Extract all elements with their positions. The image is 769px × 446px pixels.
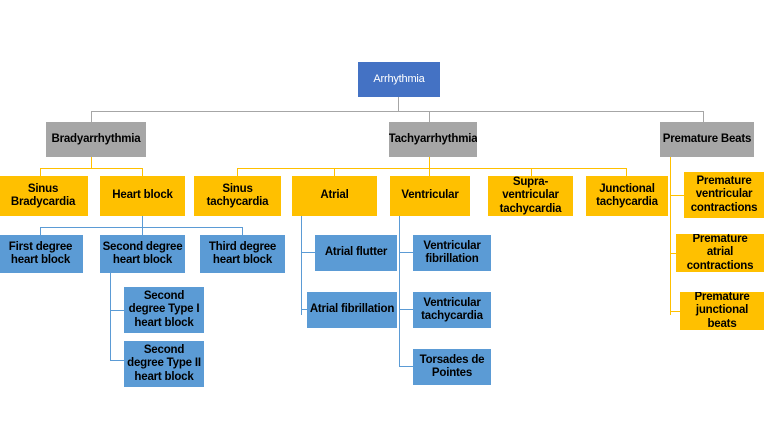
- node-bradyarrhythmia[interactable]: Bradyarrhythmia: [46, 122, 146, 157]
- connector-ventricular-to-torsades: [399, 366, 413, 367]
- connector-heartblock-to-second: [142, 227, 143, 235]
- node-ventricular[interactable]: Ventricular: [390, 176, 470, 216]
- connector-seconddegree-to-type2: [110, 360, 124, 361]
- node-second-degree-type-1[interactable]: Second degree Type I heart block: [124, 287, 204, 333]
- connector-brady-bus: [40, 168, 142, 169]
- node-label: Third degree heart block: [208, 240, 277, 266]
- connector-root-to-tachy: [429, 111, 430, 122]
- connector-root-stem: [398, 97, 399, 111]
- connector-root-to-premature: [703, 111, 704, 122]
- node-label: Sinus tachycardia: [206, 182, 269, 208]
- connector-seconddegree-to-type1: [110, 310, 124, 311]
- node-tachyarrhythmia[interactable]: Tachyarrhythmia: [389, 122, 477, 157]
- node-label: Premature Beats: [662, 132, 752, 145]
- node-atrial-flutter[interactable]: Atrial flutter: [315, 235, 397, 271]
- connector-tachy-stem: [429, 157, 430, 168]
- connector-tachy-to-supraventricular: [531, 168, 532, 176]
- connector-atrial-to-flutter: [301, 252, 315, 253]
- connector-ventricular-spine: [399, 216, 400, 367]
- node-premature-ventricular-contractions[interactable]: Premature ventricular contractions: [684, 172, 764, 218]
- node-second-degree-type-2[interactable]: Second degree Type II heart block: [124, 341, 204, 387]
- node-atrial-fibrillation[interactable]: Atrial fibrillation: [307, 292, 397, 328]
- connector-premature-spine: [670, 157, 671, 315]
- node-label: Premature ventricular contractions: [690, 175, 758, 214]
- node-premature-beats[interactable]: Premature Beats: [660, 122, 754, 157]
- node-arrhythmia[interactable]: Arrhythmia: [358, 62, 440, 97]
- node-label: Junctional tachycardia: [596, 182, 658, 208]
- connector-root-to-brady: [91, 111, 92, 122]
- node-label: Second degree heart block: [102, 240, 183, 266]
- connector-brady-stem: [91, 157, 92, 168]
- connector-brady-to-heart-block: [142, 168, 143, 176]
- connector-root-bus: [91, 111, 703, 112]
- node-label: Atrial fibrillation: [309, 303, 395, 316]
- node-label: Bradyarrhythmia: [51, 132, 141, 145]
- connector-ventricular-to-tachycardia: [399, 309, 413, 310]
- node-label: Second degree Type II heart block: [127, 344, 201, 383]
- node-label: Torsades de Pointes: [419, 353, 485, 379]
- connector-heartblock-bus: [40, 227, 242, 228]
- node-label: Supra-ventricular tachycardia: [499, 176, 562, 215]
- node-sinus-bradycardia[interactable]: Sinus Bradycardia: [0, 176, 88, 216]
- node-label: Premature atrial contractions: [686, 234, 754, 272]
- node-label: Premature junctional beats: [694, 292, 750, 330]
- node-label: Ventricular: [401, 189, 459, 202]
- connector-premature-to-pvc: [670, 195, 684, 196]
- connector-tachy-bus: [237, 168, 626, 169]
- connector-heartblock-stem: [142, 216, 143, 227]
- node-second-degree-heart-block[interactable]: Second degree heart block: [100, 235, 185, 273]
- node-ventricular-fibrillation[interactable]: Ventricular fibrillation: [413, 235, 491, 271]
- connector-heartblock-to-first: [40, 227, 41, 235]
- node-atrial[interactable]: Atrial: [292, 176, 377, 216]
- node-label: First degree heart block: [8, 240, 73, 266]
- connector-ventricular-to-fibrillation: [399, 252, 413, 253]
- node-label: Atrial flutter: [324, 246, 388, 259]
- connector-tachy-to-ventricular: [429, 168, 430, 176]
- connector-premature-to-pjb: [670, 311, 684, 312]
- connector-heartblock-to-third: [242, 227, 243, 235]
- connector-tachy-to-atrial: [334, 168, 335, 176]
- node-premature-junctional-beats[interactable]: Premature junctional beats: [680, 292, 764, 330]
- node-label: Ventricular fibrillation: [423, 239, 481, 265]
- node-label: Arrhythmia: [373, 73, 425, 86]
- connector-tachy-to-junctional: [626, 168, 627, 176]
- connector-atrial-spine: [301, 216, 302, 315]
- node-junctional-tachycardia[interactable]: Junctional tachycardia: [586, 176, 668, 216]
- connector-brady-to-sinus-bradycardia: [40, 168, 41, 176]
- node-ventricular-tachycardia[interactable]: Ventricular tachycardia: [413, 292, 491, 328]
- node-label: Atrial: [320, 189, 349, 202]
- node-heart-block[interactable]: Heart block: [100, 176, 185, 216]
- connector-seconddegree-spine: [110, 273, 111, 360]
- node-label: Heart block: [112, 189, 173, 202]
- node-torsades-de-pointes[interactable]: Torsades de Pointes: [413, 349, 491, 385]
- node-label: Second degree Type I heart block: [128, 290, 200, 329]
- node-sinus-tachycardia[interactable]: Sinus tachycardia: [194, 176, 281, 216]
- node-supraventricular-tachycardia[interactable]: Supra-ventricular tachycardia: [488, 176, 573, 216]
- node-label: Sinus Bradycardia: [10, 182, 76, 208]
- node-first-degree-heart-block[interactable]: First degree heart block: [0, 235, 83, 273]
- connector-tachy-to-sinus-tachycardia: [237, 168, 238, 176]
- node-premature-atrial-contractions[interactable]: Premature atrial contractions: [676, 234, 764, 272]
- node-third-degree-heart-block[interactable]: Third degree heart block: [200, 235, 285, 273]
- node-label: Ventricular tachycardia: [421, 296, 483, 322]
- node-label: Tachyarrhythmia: [389, 132, 477, 145]
